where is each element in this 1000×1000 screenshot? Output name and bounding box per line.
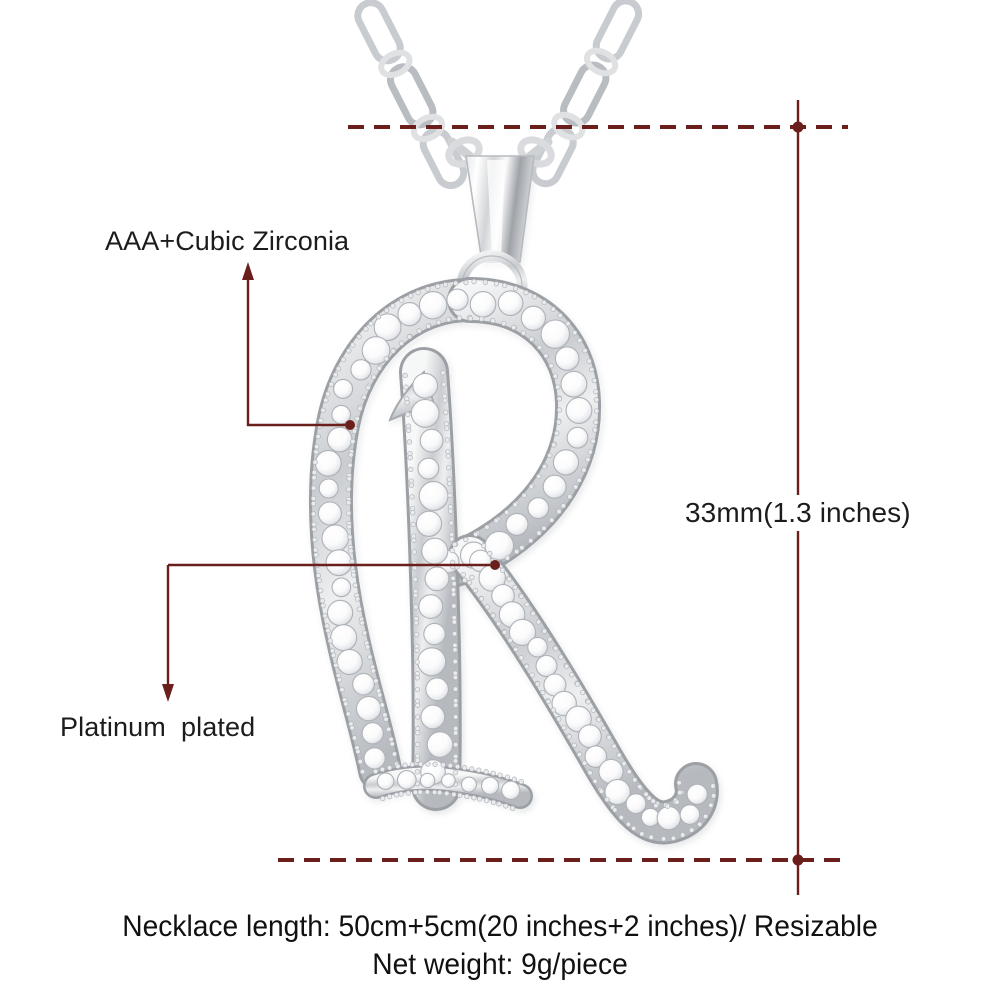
dimension-endpoint-top bbox=[792, 121, 804, 133]
caption-net-weight: Net weight: 9g/piece bbox=[372, 948, 628, 981]
leader-line-platinum-plated bbox=[162, 560, 500, 702]
annotation-label-cubic-zirconia: AAA+Cubic Zirconia bbox=[105, 226, 350, 256]
caption-necklace-length: Necklace length: 50cm+5cm(20 inches+2 in… bbox=[122, 910, 878, 943]
pave-stones bbox=[310, 278, 717, 842]
leader-line-cubic-zirconia bbox=[242, 262, 355, 430]
dimension-label: 33mm(1.3 inches) bbox=[681, 495, 915, 531]
caption-block: Necklace length: 50cm+5cm(20 inches+2 in… bbox=[0, 908, 1000, 984]
bail bbox=[465, 155, 535, 263]
annotation-label-platinum-plated: Platinum plated bbox=[60, 712, 256, 742]
dimension-endpoint-bottom bbox=[792, 854, 804, 866]
